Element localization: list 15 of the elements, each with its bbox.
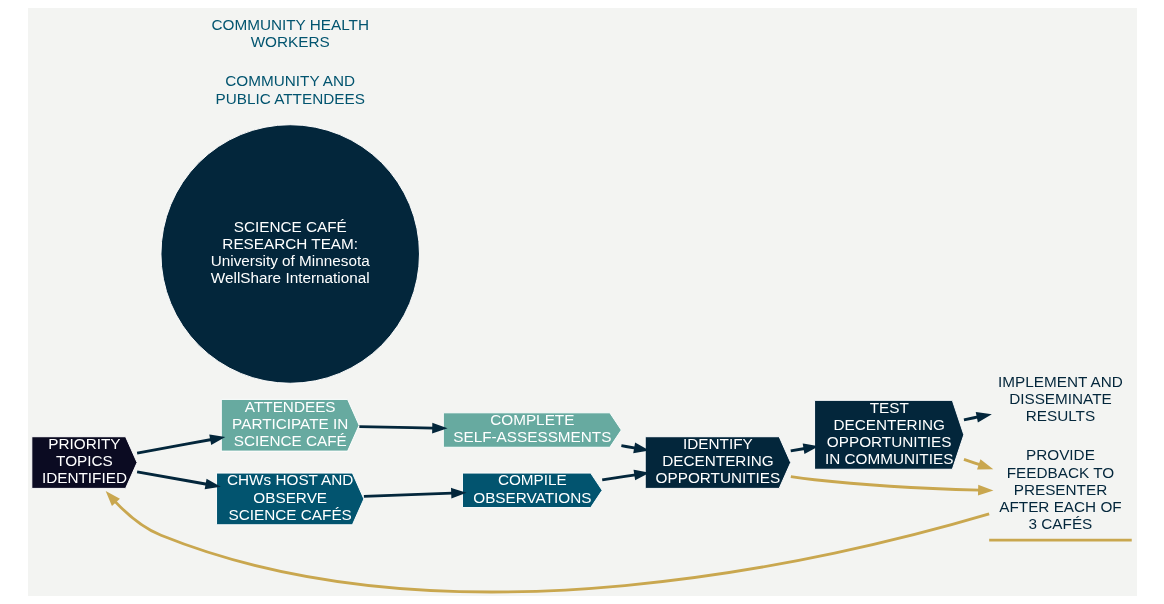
arrow: [601, 469, 649, 482]
node-text: PROVIDE FEEDBACK TO PRESENTER AFTER EACH OF 3 CAFÉS: [998, 446, 1122, 533]
node-text: IMPLEMENT AND DISSEMINATE RESULTS: [997, 372, 1123, 425]
arrow: [136, 434, 225, 455]
arrow: [105, 491, 990, 594]
label: COMMUNITY AND PUBLIC ATTENDEES: [215, 72, 365, 107]
arrow: [136, 470, 221, 490]
arrow: [620, 442, 649, 454]
label: COMMUNITY HEALTH WORKERS: [210, 15, 369, 51]
arrow: [790, 475, 993, 496]
node-circle: SCIENCE CAFÉ RESEARCH TEAM: University of Minnesota WellShare International: [159, 124, 420, 384]
arrow: [963, 458, 993, 470]
arrow: [963, 411, 992, 423]
arrow: [358, 422, 448, 434]
arrow: [363, 487, 467, 499]
